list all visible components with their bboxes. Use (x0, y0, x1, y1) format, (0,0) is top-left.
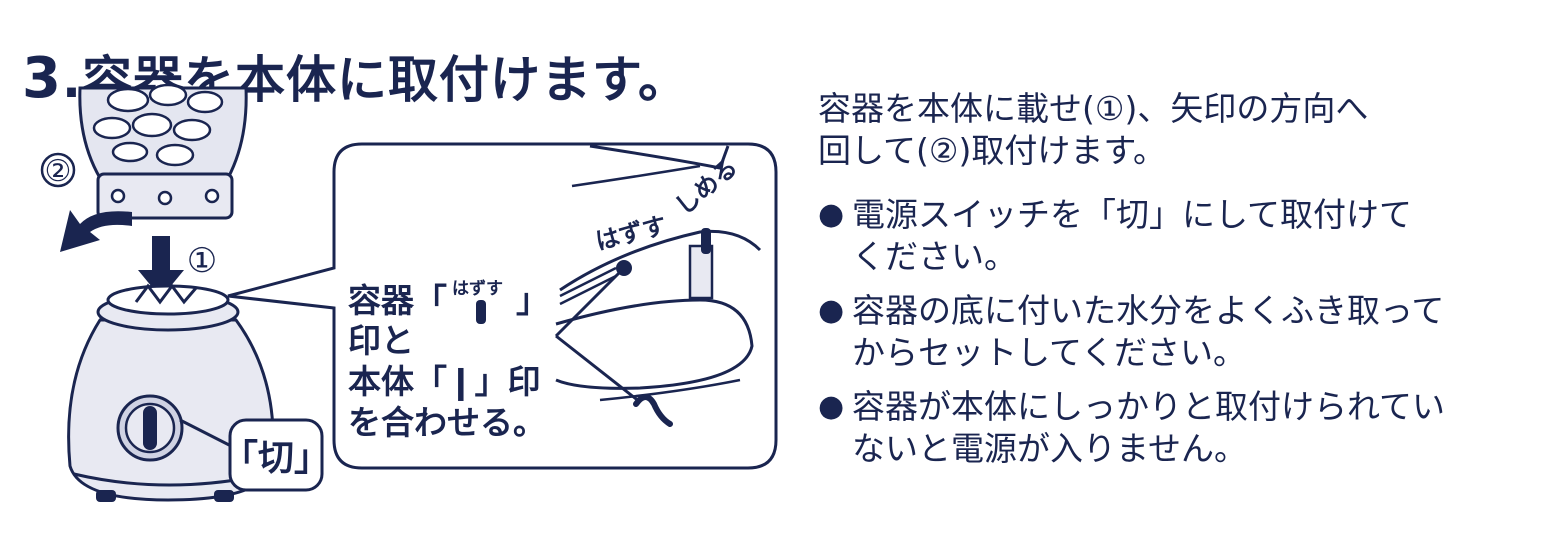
dial-off-label: 「切」 (222, 438, 330, 479)
down-arrow (138, 236, 184, 298)
intro-line-2: 回して(②)取付けます。 (818, 131, 1167, 170)
instructions-panel: 容器を本体に載せ(①)、矢印の方向へ 回して(②)取付けます。 ● 電源スイッチ… (818, 88, 1533, 482)
list-item: ● 電源スイッチを「切」にして取付けて ください。 (818, 194, 1533, 278)
note-line: ください。 (852, 237, 1017, 276)
callout-line-1b: 」 (516, 281, 549, 320)
step-2-marker (40, 152, 76, 188)
callout-line-2: 印と (348, 321, 414, 360)
bullet-icon: ● (818, 389, 845, 424)
callout-remove-mark: はずす (452, 279, 503, 299)
bullet-icon: ● (818, 197, 845, 232)
callout-line-4: を合わせる。 (348, 403, 546, 442)
blender-container (78, 83, 248, 220)
step-1-label: ① (187, 241, 217, 281)
blender-illustration: ② ① 「切」 はずす しめる 容器「 はずす (40, 83, 778, 502)
intro-text: 容器を本体に載せ(①)、矢印の方向へ 回して(②)取付けます。 (818, 88, 1533, 172)
list-item: ● 容器が本体にしっかりと取付けられてい ないと電源が入りません。 (818, 386, 1533, 470)
zoom-callout: はずす しめる 容器「 はずす 」 印と 本体「❙」印 を合わせる。 (227, 142, 778, 470)
tighten-mark (701, 228, 711, 254)
dial-off-label-box (228, 418, 324, 492)
step-number: 3 (22, 45, 62, 111)
intro-line-1: 容器を本体に載せ(①)、矢印の方向へ (818, 89, 1369, 128)
callout-line-1a: 容器「 (348, 281, 447, 320)
note-line: からセットしてください。 (852, 333, 1247, 372)
callout-remove-mark-bar (476, 300, 486, 324)
note-line: 容器の底に付いた水分をよくふき取って (852, 291, 1445, 330)
notes-list: ● 電源スイッチを「切」にして取付けて ください。 ● 容器の底に付いた水分をよ… (818, 194, 1533, 470)
note-line: 容器が本体にしっかりと取付けられてい (852, 387, 1446, 426)
bullet-icon: ● (818, 293, 845, 328)
rotate-arrow (60, 210, 132, 252)
list-item: ● 容器の底に付いた水分をよくふき取って からセットしてください。 (818, 290, 1533, 374)
step-2-label: ② (45, 154, 72, 189)
note-line: ないと電源が入りません。 (852, 429, 1248, 468)
note-line: 電源スイッチを「切」にして取付けて (852, 195, 1413, 234)
blender-base (67, 283, 275, 502)
callout-line-3: 本体「❙」印 (348, 362, 541, 401)
